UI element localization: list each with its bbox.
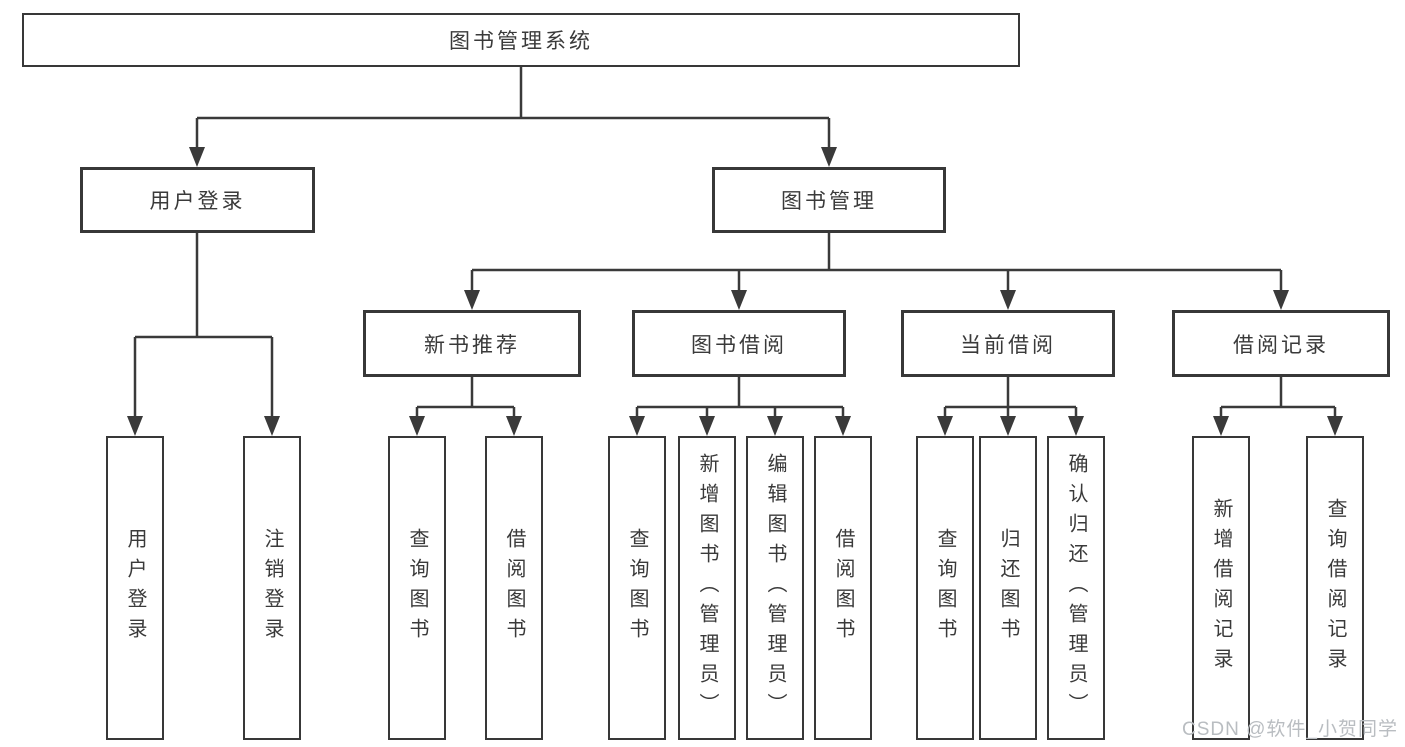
node-label: 新书推荐	[424, 333, 520, 357]
node-borrow-records: 借阅记录	[1172, 310, 1390, 377]
leaf-label: 新增图书（管理员）	[696, 453, 718, 723]
arrow-down-icon	[409, 416, 425, 436]
node-current-borrow: 当前借阅	[901, 310, 1115, 377]
node-label: 借阅记录	[1233, 333, 1329, 357]
leaf-label: 用户登录	[124, 528, 146, 648]
arrow-down-icon	[629, 416, 645, 436]
leaf-nb-query-books: 查询图书	[388, 436, 446, 740]
edge-root-to-level2	[195, 67, 831, 152]
arrow-down-icon	[821, 147, 837, 167]
node-label: 图书借阅	[691, 333, 787, 357]
csdn-watermark: CSDN @软件_小贺同学	[1182, 719, 1398, 740]
leaf-user-login: 用户登录	[106, 436, 164, 740]
edge-current-borrow-to-leaves	[943, 377, 1078, 420]
leaf-label: 归还图书	[997, 528, 1019, 648]
edge-new-book-recommend-to-leaves	[415, 377, 516, 420]
leaf-cb-query-books: 查询图书	[916, 436, 974, 740]
leaf-cb-return-books: 归还图书	[979, 436, 1037, 740]
node-book-management: 图书管理	[712, 167, 946, 233]
node-new-book-recommend: 新书推荐	[363, 310, 581, 377]
node-book-borrow: 图书借阅	[632, 310, 846, 377]
edge-user-login-to-leaves	[133, 233, 274, 420]
leaf-label: 注销登录	[261, 528, 283, 648]
node-label: 用户登录	[149, 190, 246, 213]
leaf-br-query-record: 查询借阅记录	[1306, 436, 1364, 740]
leaf-bb-borrow-books: 借阅图书	[814, 436, 872, 740]
arrow-down-icon	[835, 416, 851, 436]
leaf-bb-add-book-admin: 新增图书（管理员）	[678, 436, 736, 740]
arrow-down-icon	[1273, 290, 1289, 310]
arrow-down-icon	[937, 416, 953, 436]
edge-borrow-records-to-leaves	[1219, 377, 1337, 420]
arrow-down-icon	[1000, 290, 1016, 310]
leaf-bb-edit-book-admin: 编辑图书（管理员）	[746, 436, 804, 740]
arrow-down-icon	[767, 416, 783, 436]
leaf-label: 借阅图书	[832, 528, 854, 648]
arrow-down-icon	[127, 416, 143, 436]
node-label: 当前借阅	[960, 333, 1056, 357]
node-library-management-system: 图书管理系统	[22, 13, 1020, 67]
edge-book-management-to-level3	[470, 233, 1283, 294]
leaf-label: 确认归还（管理员）	[1065, 453, 1087, 723]
arrow-down-icon	[1327, 416, 1343, 436]
arrow-down-icon	[1000, 416, 1016, 436]
node-label: 图书管理	[781, 190, 877, 213]
node-label: 图书管理系统	[449, 30, 593, 53]
arrow-down-icon	[1068, 416, 1084, 436]
arrow-down-icon	[699, 416, 715, 436]
leaf-label: 新增借阅记录	[1210, 498, 1232, 678]
leaf-label: 编辑图书（管理员）	[764, 453, 786, 723]
leaf-bb-query-books: 查询图书	[608, 436, 666, 740]
leaf-label: 查询图书	[934, 528, 956, 648]
leaf-label: 查询图书	[406, 528, 428, 648]
arrow-down-icon	[506, 416, 522, 436]
leaf-cb-confirm-return-admin: 确认归还（管理员）	[1047, 436, 1105, 740]
arrow-down-icon	[731, 290, 747, 310]
leaf-nb-borrow-books: 借阅图书	[485, 436, 543, 740]
leaf-label: 借阅图书	[503, 528, 525, 648]
node-user-login-group: 用户登录	[80, 167, 315, 233]
leaf-label: 查询借阅记录	[1324, 498, 1346, 678]
arrow-down-icon	[264, 416, 280, 436]
arrow-down-icon	[189, 147, 205, 167]
leaf-br-add-record: 新增借阅记录	[1192, 436, 1250, 740]
leaf-label: 查询图书	[626, 528, 648, 648]
edge-book-borrow-to-leaves	[635, 377, 845, 420]
arrow-down-icon	[464, 290, 480, 310]
arrow-down-icon	[1213, 416, 1229, 436]
leaf-logout: 注销登录	[243, 436, 301, 740]
